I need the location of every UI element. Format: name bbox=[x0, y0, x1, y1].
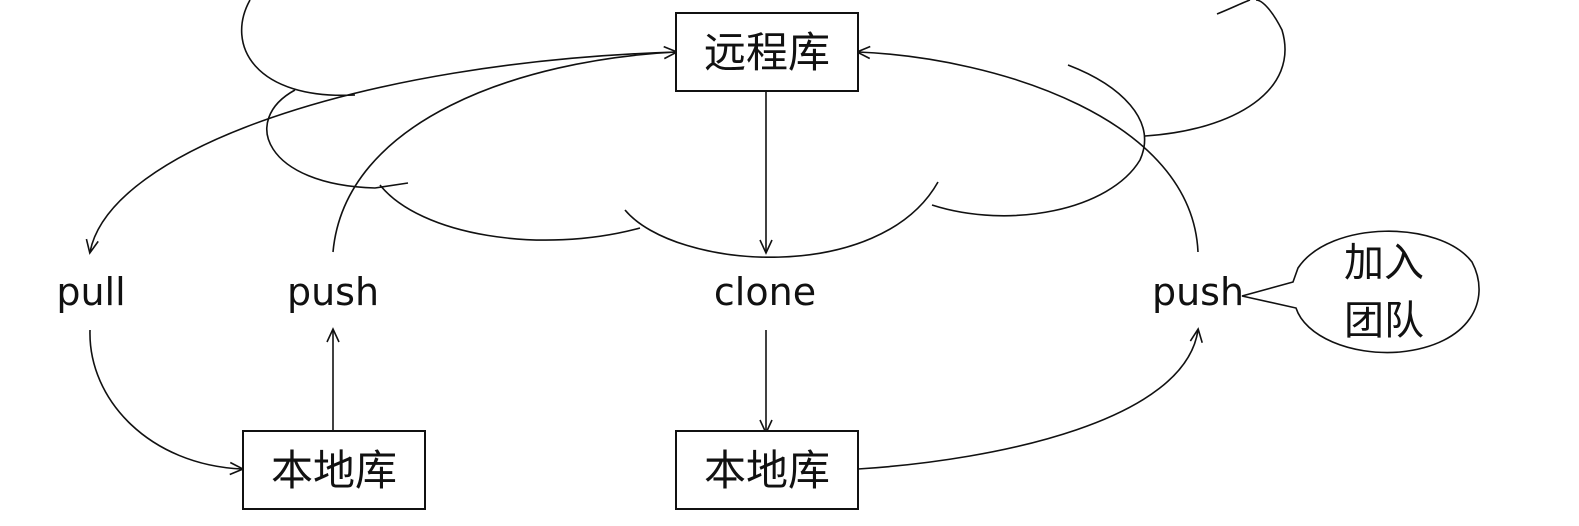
clone-label: clone bbox=[714, 270, 816, 314]
edge-push-left-to-remote bbox=[332, 45, 679, 253]
speech-bubble: 加入 团队 bbox=[1241, 230, 1480, 354]
edge-local-right-to-push bbox=[857, 327, 1203, 470]
node-local-repo-left: 本地库 bbox=[242, 430, 426, 510]
edge-remote-to-pull bbox=[85, 51, 677, 255]
bubble-line2: 团队 bbox=[1344, 298, 1424, 344]
edge-pull-to-local-left bbox=[89, 329, 245, 476]
local-repo-left-label: 本地库 bbox=[271, 446, 397, 495]
push-left-label: push bbox=[287, 270, 379, 314]
node-remote-repo: 远程库 bbox=[675, 12, 859, 92]
remote-repo-label: 远程库 bbox=[704, 28, 830, 77]
cloud-shape bbox=[240, 0, 1286, 259]
push-right-label: push bbox=[1152, 270, 1244, 314]
pull-label: pull bbox=[56, 270, 125, 314]
node-local-repo-right: 本地库 bbox=[675, 430, 859, 510]
edge-push-right-to-remote bbox=[855, 45, 1199, 253]
local-repo-right-label: 本地库 bbox=[704, 446, 830, 495]
bubble-line1: 加入 bbox=[1344, 240, 1424, 286]
edges bbox=[85, 45, 1203, 476]
